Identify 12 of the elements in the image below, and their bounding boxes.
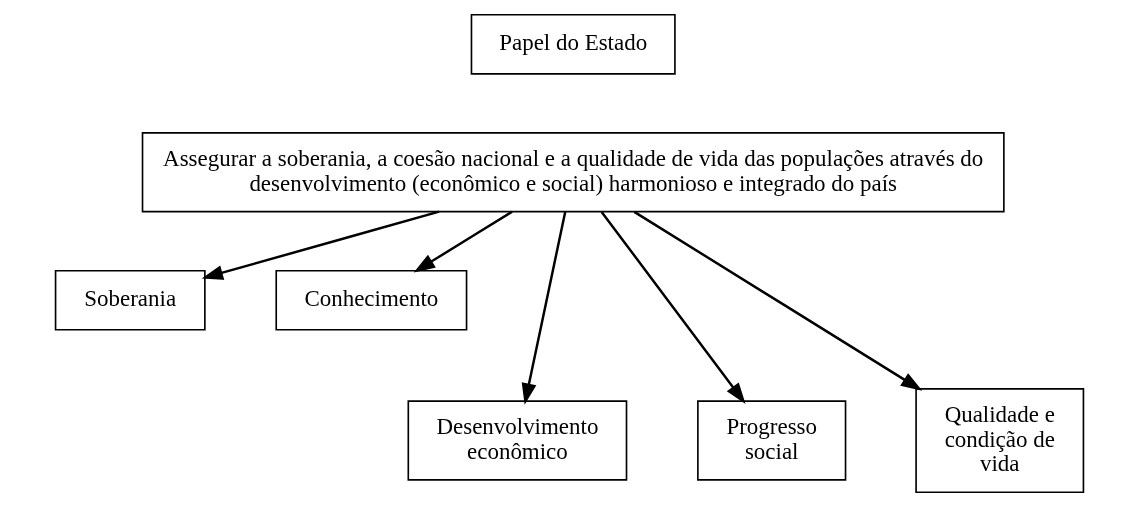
- node-box: Progresso social: [696, 400, 846, 481]
- node-box: Qualidade e condição de vida: [914, 388, 1084, 494]
- arrow: [413, 210, 513, 273]
- node-box: Soberania: [54, 269, 206, 331]
- arrow: [633, 210, 922, 391]
- node-box: Conhecimento: [274, 269, 467, 331]
- arrow: [600, 211, 746, 404]
- arrow: [521, 211, 566, 405]
- node-box: Papel do Estado: [470, 13, 676, 75]
- node-box: Assegurar a soberania, a coesão nacional e a qualidade de vida das populações através do desenvolvimento (econômico e social) harmonioso e integrado do país: [141, 132, 1005, 213]
- arrow: [201, 210, 439, 280]
- node-box: Desenvolvimento econômico: [407, 400, 627, 481]
